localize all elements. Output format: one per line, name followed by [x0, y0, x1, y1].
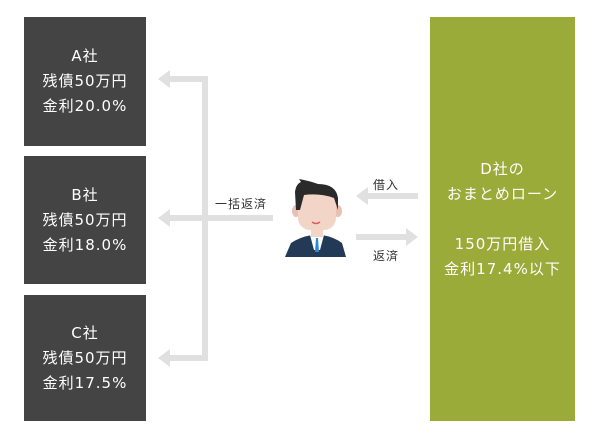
company-a-box: A社 残債50万円 金利20.0% [24, 17, 146, 146]
interest-rate: 金利18.0% [42, 235, 128, 254]
balance: 残債50万円 [42, 210, 128, 229]
arrow-to-a [166, 76, 208, 82]
lump-sum-label: 一括返済 [215, 197, 268, 211]
repay-arrow [356, 234, 408, 240]
company-name: D社の [480, 159, 525, 178]
company-name: C社 [71, 323, 99, 342]
balance: 残債50万円 [42, 348, 128, 367]
lump-sum-arrows [158, 70, 273, 367]
repay-label: 返済 [373, 249, 400, 263]
arrow-to-c [166, 355, 208, 361]
company-name: A社 [71, 47, 99, 65]
company-b-box: B社 残債50万円 金利18.0% [24, 156, 146, 284]
interest-rate: 金利17.4%以下 [444, 259, 561, 278]
company-name: B社 [71, 185, 99, 204]
consolidation-loan-box: D社の おまとめローン 150万円借入 金利17.4%以下 [430, 17, 575, 421]
interest-rate: 金利17.5% [42, 373, 128, 392]
product-name: おまとめローン [446, 184, 559, 203]
balance: 残債50万円 [42, 72, 128, 90]
person-icon [285, 179, 346, 257]
interest-rate: 金利20.0% [42, 97, 128, 115]
borrow-label: 借入 [373, 178, 400, 192]
company-c-box: C社 残債50万円 金利17.5% [24, 295, 146, 421]
loan-amount: 150万円借入 [454, 234, 551, 253]
borrow-arrow [366, 193, 418, 199]
arrow-to-b [166, 215, 273, 221]
